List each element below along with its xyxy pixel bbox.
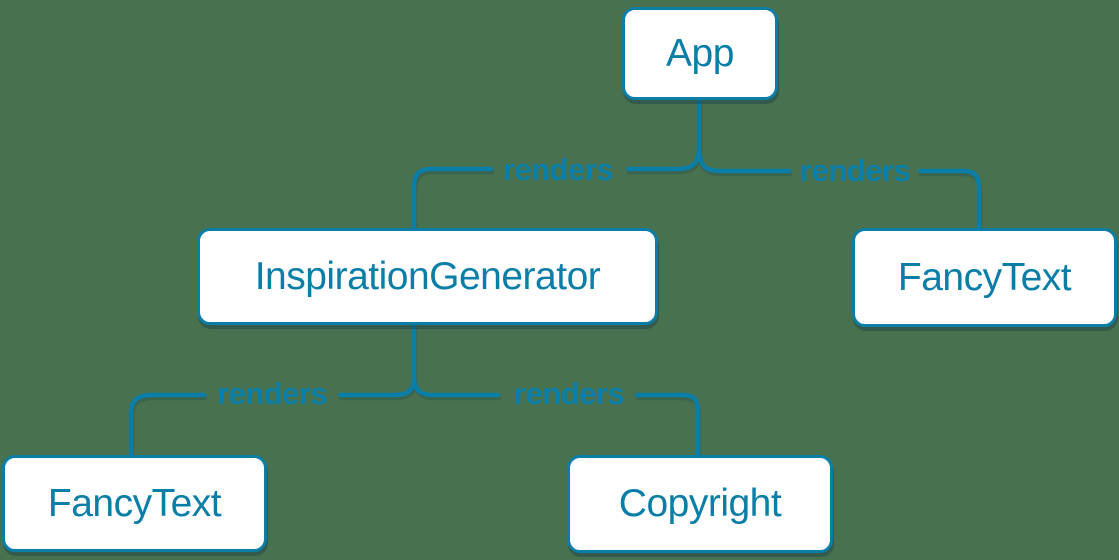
node-fancy-text-top: FancyText: [852, 228, 1117, 327]
node-fancy-text-bottom-label: FancyText: [47, 481, 222, 525]
edge-app-inspiration-a: [625, 145, 702, 172]
edge-app-fancytext-a: [696, 145, 792, 174]
edge-inspiration-copyright-a: [411, 374, 501, 398]
node-inspiration-generator-label: InspirationGenerator: [254, 254, 601, 298]
node-inspiration-generator: InspirationGenerator: [197, 228, 658, 325]
node-copyright: Copyright: [567, 455, 833, 553]
node-fancy-text-top-label: FancyText: [897, 255, 1072, 299]
node-app: App: [622, 7, 778, 100]
node-fancy-text-bottom: FancyText: [2, 455, 267, 552]
edge-label-renders-inspiration-copyright: renders: [513, 376, 625, 411]
edge-app-inspiration-b: [411, 166, 494, 232]
node-app-label: App: [666, 31, 734, 75]
node-copyright-label: Copyright: [618, 482, 782, 525]
edge-inspiration-fancytext-a: [337, 374, 417, 398]
edge-app-fancytext-b: [917, 168, 982, 232]
edge-inspiration-fancytext-b: [128, 392, 207, 459]
edge-label-renders-app-inspiration: renders: [502, 152, 614, 187]
edge-label-renders-inspiration-fancytext: renders: [216, 376, 328, 411]
edge-label-renders-app-fancytext: renders: [799, 153, 911, 188]
edge-inspiration-copyright-b: [634, 392, 701, 459]
